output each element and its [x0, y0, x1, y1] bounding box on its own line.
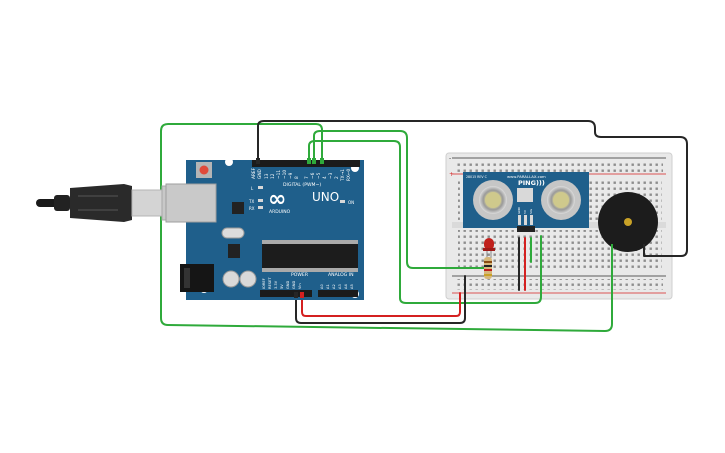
digital-label: DIGITAL (PWM~) [283, 182, 321, 188]
rail-minus-label: - [449, 155, 451, 162]
wire-black-gnd-bottom [295, 275, 466, 324]
reset-button[interactable] [199, 165, 209, 175]
sensor-site: www.PARALLAX.com [507, 174, 546, 179]
pin-label-ioref: IOREF [262, 278, 266, 289]
rail-plus-label: + [449, 171, 454, 178]
pin-label-12: 12 [270, 173, 276, 179]
pin-label-11: ~11 [276, 170, 282, 179]
pin-label-a3: A3 [338, 284, 342, 289]
pin-label-2: 2 [334, 176, 340, 179]
piezo-buzzer [598, 192, 658, 256]
pin-label-8: 8 [294, 176, 300, 179]
arduino-uno: AREF GND 13 12 ~11 ~10 ~9 8 7 ~6 ~5 4 ~3… [165, 158, 364, 300]
pin-label-aref: AREF [251, 167, 257, 179]
arduino-model: UNO [312, 190, 339, 204]
pin-label-a0: A0 [320, 284, 324, 289]
pin-label-6: ~6 [310, 172, 316, 179]
sensor-pin-5v: 5V [523, 209, 527, 214]
red-led [483, 238, 495, 258]
pin-label-a4: A4 [344, 284, 348, 289]
pin-label-tx: TX→1 [340, 169, 346, 182]
wires [160, 120, 688, 332]
pin-label-3: ~3 [328, 172, 334, 179]
pin-label-5: ~5 [316, 172, 322, 179]
arduino-logo-icon: ∞ [268, 187, 286, 212]
pin-label-3v3: 3.3V [274, 280, 278, 289]
pin-label-10: ~10 [282, 170, 288, 179]
pin-label-vin: Vin [298, 283, 302, 289]
ultrasonic-sensor: www.PARALLAX.com 28015 REV C PING))) GND… [463, 172, 589, 232]
resistor [484, 257, 492, 279]
led-label-l: L [251, 186, 254, 191]
sensor-pin-sig: SIG [529, 208, 533, 214]
pin-label-gnd1: GND [286, 281, 290, 289]
led-label-tx: TX [248, 199, 254, 204]
wire-red-5v [301, 292, 461, 317]
led-label-rx: RX [249, 206, 255, 211]
power-label: POWER [291, 272, 309, 278]
pin-label-9: ~9 [288, 172, 294, 179]
wire-green-sig [313, 130, 485, 269]
wire-pin-ends [256, 158, 324, 298]
pin-label-rx: RX←0 [346, 168, 352, 181]
wire-green-buzzer [160, 123, 613, 332]
wire-black-gnd-top [257, 120, 688, 257]
pin-label-a1: A1 [326, 284, 330, 289]
pin-label-gnd: GND [257, 168, 263, 179]
analog-label: ANALOG IN [328, 272, 354, 278]
pin-label-a5: A5 [350, 284, 354, 289]
pin-label-13: 13 [264, 173, 270, 179]
pin-label-7: 7 [304, 176, 310, 179]
pin-label-5v: 5V [280, 284, 284, 289]
pin-label-gnd2: GND [292, 281, 296, 289]
sensor-rev: 28015 REV C [466, 175, 488, 179]
arduino-brand: ARDUINO [269, 209, 291, 215]
pin-label-reset: RESET [268, 277, 272, 289]
wire-green-led [308, 140, 542, 304]
pin-label-4: 4 [322, 176, 328, 179]
sensor-title: PING))) [518, 179, 545, 187]
pin-label-a2: A2 [332, 284, 336, 289]
sensor-pin-gnd: GND [517, 206, 521, 214]
on-label: ON [348, 200, 354, 205]
